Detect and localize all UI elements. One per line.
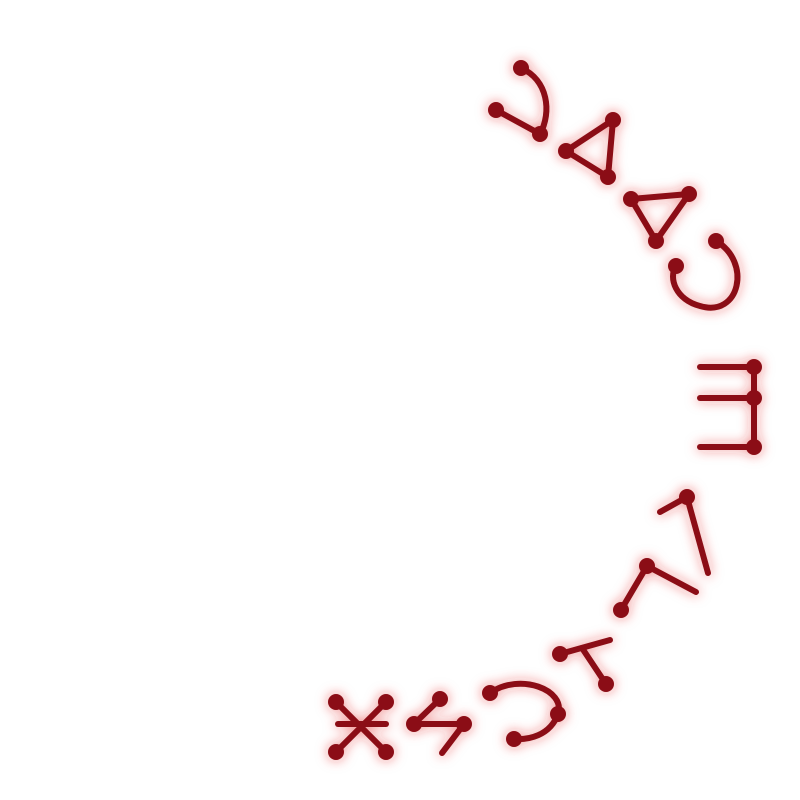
tee-glyph-2-stroke	[618, 563, 650, 613]
tee-glyph-3-stroke	[557, 637, 613, 657]
tee-glyph-2-stroke	[644, 563, 699, 595]
tee-glyph-2	[613, 558, 699, 618]
x-glyph-node	[378, 744, 394, 760]
tee-glyph-3-node	[598, 676, 614, 692]
c-glyph-2-node	[550, 706, 566, 722]
hook-glyph	[488, 60, 550, 142]
triangle-glyph-1-node	[600, 169, 616, 185]
comb-glyph-node	[746, 439, 762, 455]
tee-glyph-2-node	[613, 602, 629, 618]
c-glyph-stroke	[670, 238, 741, 311]
triangle-glyph-2-node	[681, 186, 697, 202]
hook-glyph-node	[532, 126, 548, 142]
glyph-arc	[328, 60, 762, 760]
s-glyph-node	[456, 716, 472, 732]
s-glyph-node	[432, 691, 448, 707]
s-glyph	[406, 691, 472, 756]
triangle-glyph-2-node	[648, 233, 664, 249]
triangle-glyph-2-stroke	[628, 191, 692, 244]
comb-glyph	[697, 359, 762, 455]
hook-glyph-node	[513, 60, 529, 76]
triangle-glyph-2	[623, 186, 697, 249]
c-glyph-2-node	[506, 731, 522, 747]
triangle-glyph-1-node	[558, 143, 574, 159]
c-glyph-2-stroke	[487, 680, 562, 743]
triangle-glyph-1-stroke	[563, 117, 616, 180]
s-glyph-stroke	[411, 696, 467, 756]
comb-glyph-node	[746, 359, 762, 375]
c-glyph-node	[708, 233, 724, 249]
triangle-glyph-1	[558, 112, 621, 185]
tee-glyph-3	[552, 637, 614, 692]
s-glyph-node	[406, 716, 422, 732]
comb-glyph-node	[746, 390, 762, 406]
triangle-glyph-1-node	[605, 112, 621, 128]
tee-glyph-3-node	[552, 646, 568, 662]
tee-glyph-1-node	[679, 489, 695, 505]
c-glyph-node	[668, 258, 684, 274]
x-glyph-node	[378, 694, 394, 710]
c-glyph-2-node	[482, 685, 498, 701]
triangle-glyph-2-node	[623, 191, 639, 207]
x-glyph-node	[328, 694, 344, 710]
hook-glyph-node	[488, 102, 504, 118]
c-glyph	[668, 233, 741, 311]
hook-glyph-stroke	[493, 107, 543, 137]
tee-glyph-1-stroke	[684, 494, 711, 576]
x-glyph-node	[328, 744, 344, 760]
tee-glyph-2-node	[639, 558, 655, 574]
tee-glyph-1	[657, 489, 711, 576]
c-glyph-2	[482, 680, 566, 747]
x-glyph	[328, 694, 394, 760]
